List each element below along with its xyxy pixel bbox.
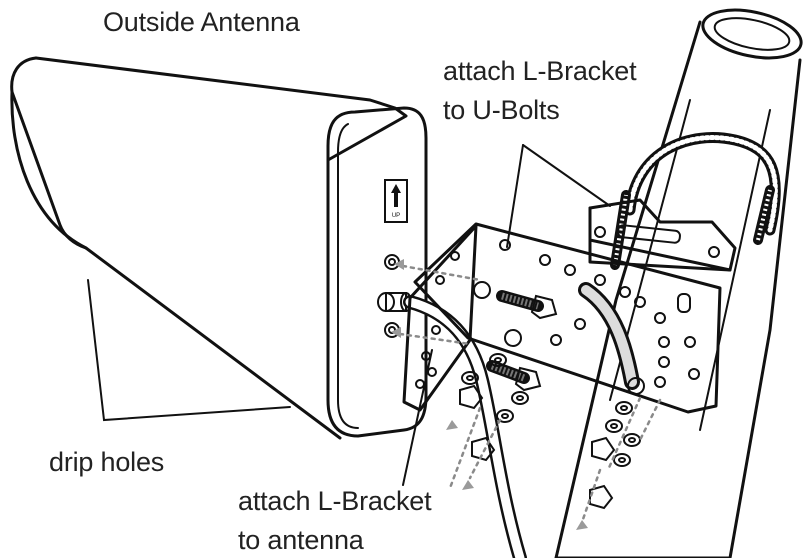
up-sticker: UP — [384, 179, 408, 223]
antenna-side-hardware — [459, 353, 529, 462]
arrowhead — [391, 327, 401, 338]
attach-antenna-label-line2: to antenna — [238, 525, 364, 555]
leader-lines — [87, 144, 611, 486]
up-arrow-icon — [391, 184, 401, 207]
assembly-paths — [391, 259, 662, 530]
hex-bolt-lower — [486, 360, 542, 392]
attach-antenna-label-line1: attach L-Bracket — [238, 486, 432, 516]
ubolt-saddle-plate — [588, 198, 737, 272]
l-bracket — [402, 222, 722, 414]
pole-side-hardware — [589, 401, 641, 510]
outside-antenna: UP — [10, 56, 428, 440]
u-bolts — [610, 132, 781, 270]
drip-holes-label: drip holes — [49, 447, 165, 477]
attach-ubolts-label-line1: attach L-Bracket — [443, 56, 637, 86]
arrowhead — [394, 259, 404, 270]
attach-ubolts-label-line2: to U-Bolts — [443, 95, 560, 125]
coax-cable — [403, 295, 527, 558]
outside-antenna-label: Outside Antenna — [103, 7, 300, 37]
hex-bolt-upper — [496, 290, 558, 320]
arrowhead — [446, 420, 458, 430]
arrowhead — [576, 520, 588, 530]
up-sticker-text: UP — [392, 213, 400, 219]
arrowhead — [462, 480, 474, 490]
